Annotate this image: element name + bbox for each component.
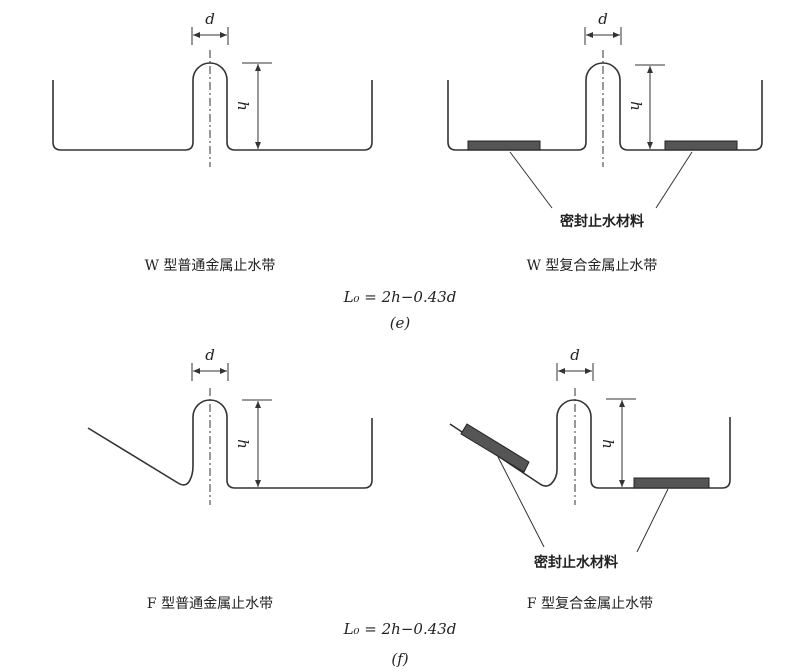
- f-composite-waterstop: d h 密封止水材料 F 型复合金属止水带: [449, 346, 731, 612]
- h-label: h: [234, 101, 252, 111]
- d-label: d: [205, 346, 215, 364]
- seal-pad-right: [664, 140, 738, 151]
- caption-f-composite: F 型复合金属止水带: [527, 595, 653, 612]
- seal-pad-right: [633, 477, 710, 489]
- f-composite-profile: [449, 399, 731, 489]
- leader-line-left: [509, 151, 553, 209]
- caption-w-plain: W 型普通金属止水带: [145, 258, 276, 274]
- w-plain-waterstop: d h W 型普通金属止水带: [52, 10, 373, 274]
- leader-line-left: [497, 456, 545, 548]
- caption-w-composite: W 型复合金属止水带: [527, 257, 658, 274]
- leader-line-right: [636, 488, 669, 553]
- h-label: h: [627, 101, 645, 111]
- seal-material-label: 密封止水材料: [559, 213, 644, 230]
- caption-f-plain: F 型普通金属止水带: [147, 596, 273, 612]
- f-plain-profile: [87, 399, 373, 489]
- seal-pad-slanted: [460, 423, 530, 473]
- d-label: d: [570, 346, 580, 364]
- leader-line-right: [655, 151, 693, 209]
- h-label: h: [234, 439, 252, 449]
- w-composite-waterstop: d h 密封止水材料 W 型复合金属止水带: [447, 10, 763, 274]
- seal-pad-left: [467, 140, 541, 151]
- f-plain-waterstop: d h F 型普通金属止水带: [87, 346, 373, 612]
- w-composite-profile: [447, 62, 763, 151]
- seal-material-label: 密封止水材料: [533, 554, 618, 571]
- panel-tag-e: (e): [390, 314, 411, 332]
- h-label: h: [599, 439, 617, 449]
- d-label: d: [598, 10, 608, 28]
- d-label: d: [205, 10, 215, 28]
- formula-e: L₀ = 2h−0.43d: [343, 288, 457, 306]
- panel-tag-f: (f): [391, 650, 408, 668]
- formula-f: L₀ = 2h−0.43d: [343, 620, 457, 638]
- w-plain-profile: [52, 62, 373, 151]
